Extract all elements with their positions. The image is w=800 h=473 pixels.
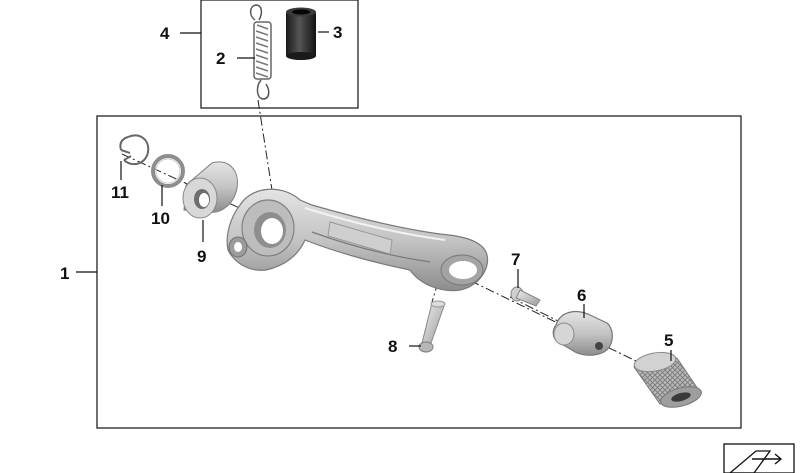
screw-icon [510,286,541,307]
shift-lever-icon [226,188,489,292]
tension-spring-icon [249,4,272,100]
callout-2: 2 [216,49,225,68]
callout-8: 8 [388,337,397,356]
circlip-icon [119,134,150,166]
bushing-icon [182,161,238,219]
rubber-sleeve-icon [286,7,316,60]
foot-peg-icon [633,351,702,408]
callout-5: 5 [664,331,673,350]
peg-mount-icon [552,311,613,356]
spring-kit-frame [200,0,359,109]
callout-1: 1 [60,264,69,283]
callout-7: 7 [511,250,520,269]
callout-labels: 1 2 3 4 5 6 7 8 9 10 11 [60,23,673,356]
callout-3: 3 [333,23,342,42]
leader-lines [76,31,672,361]
callout-10: 10 [151,209,170,228]
washer-icon [151,154,185,188]
callout-6: 6 [577,286,586,305]
exploded-view-icon[interactable] [723,443,795,473]
callout-11: 11 [111,183,129,202]
callout-4: 4 [160,24,170,43]
bolt-icon [418,300,446,353]
callout-9: 9 [197,247,206,266]
